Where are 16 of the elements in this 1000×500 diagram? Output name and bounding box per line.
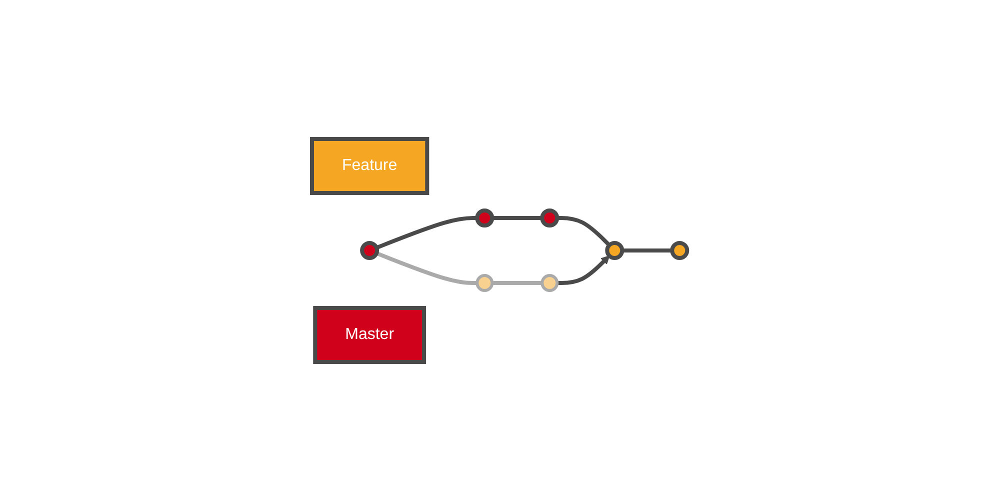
connector xyxy=(376,216,478,250)
node-circle xyxy=(476,208,495,227)
node-circle xyxy=(670,240,690,260)
node-circle xyxy=(541,274,560,292)
node-circle xyxy=(606,240,625,260)
node-circle xyxy=(540,208,560,227)
node-box: Feature xyxy=(310,136,430,194)
connector xyxy=(376,250,478,284)
connector xyxy=(492,280,543,284)
connector xyxy=(622,248,673,252)
connector xyxy=(558,216,612,246)
node-circle xyxy=(360,240,380,260)
node-circle xyxy=(476,274,494,292)
connector xyxy=(492,216,543,220)
arrow xyxy=(558,254,610,284)
node-box: Master xyxy=(314,306,426,364)
